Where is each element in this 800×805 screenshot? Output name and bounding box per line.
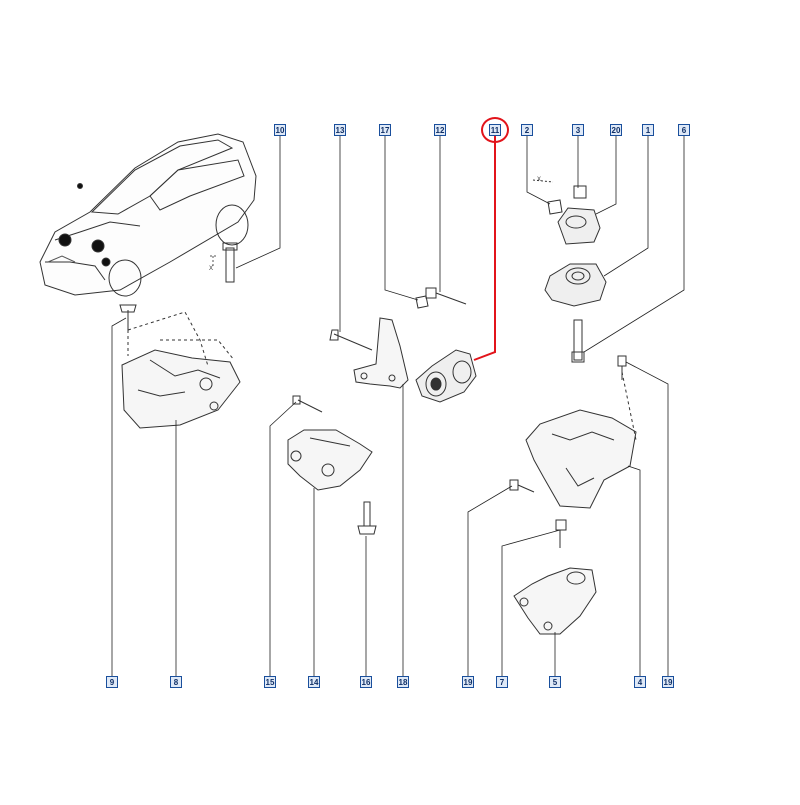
selected-leader-line [473,136,496,361]
callout-20[interactable]: 20 [610,124,622,136]
leader-lines [111,136,685,678]
part-6-stud [571,319,585,363]
callout-5[interactable]: 5 [549,676,561,688]
part-17-nut [415,295,429,309]
part-19-bolt-upper [617,355,627,380]
part-20-cover [557,207,601,245]
car-illustration [39,133,257,297]
part-11-mount [415,349,477,403]
part-10-bolt: X [209,242,238,283]
part-18-bracket [353,317,409,389]
callout-8[interactable]: 8 [170,676,182,688]
callout-1[interactable]: 1 [642,124,654,136]
callout-10[interactable]: 10 [274,124,286,136]
callout-19-left[interactable]: 19 [462,676,474,688]
callout-18[interactable]: 18 [397,676,409,688]
svg-text:X: X [209,266,213,272]
callout-7[interactable]: 7 [496,676,508,688]
part-13-bolt [329,329,373,351]
callout-9[interactable]: 9 [106,676,118,688]
callout-4[interactable]: 4 [634,676,646,688]
callout-3[interactable]: 3 [572,124,584,136]
part-19-bolt-lower [509,479,535,493]
part-3-cap [573,185,587,199]
part-14-mount [287,429,373,491]
callout-13[interactable]: 13 [334,124,346,136]
callout-14[interactable]: 14 [308,676,320,688]
part-2-nut: X [532,177,563,215]
part-15-bolt [292,395,323,413]
selected-callout-circle [481,117,509,143]
part-4-bracket [525,371,637,509]
callout-19-right[interactable]: 19 [662,676,674,688]
callout-2[interactable]: 2 [521,124,533,136]
part-8-mount [119,304,241,429]
callout-16[interactable]: 16 [360,676,372,688]
part-5-bracket [513,567,597,635]
callout-15[interactable]: 15 [264,676,276,688]
part-1-mount [544,263,607,307]
callout-6[interactable]: 6 [678,124,690,136]
callout-17[interactable]: 17 [379,124,391,136]
part-16-bolt [357,501,377,535]
part-7-bolt [555,519,567,548]
svg-text:X: X [537,177,541,183]
callout-12[interactable]: 12 [434,124,446,136]
part-12-bolt [425,287,467,305]
